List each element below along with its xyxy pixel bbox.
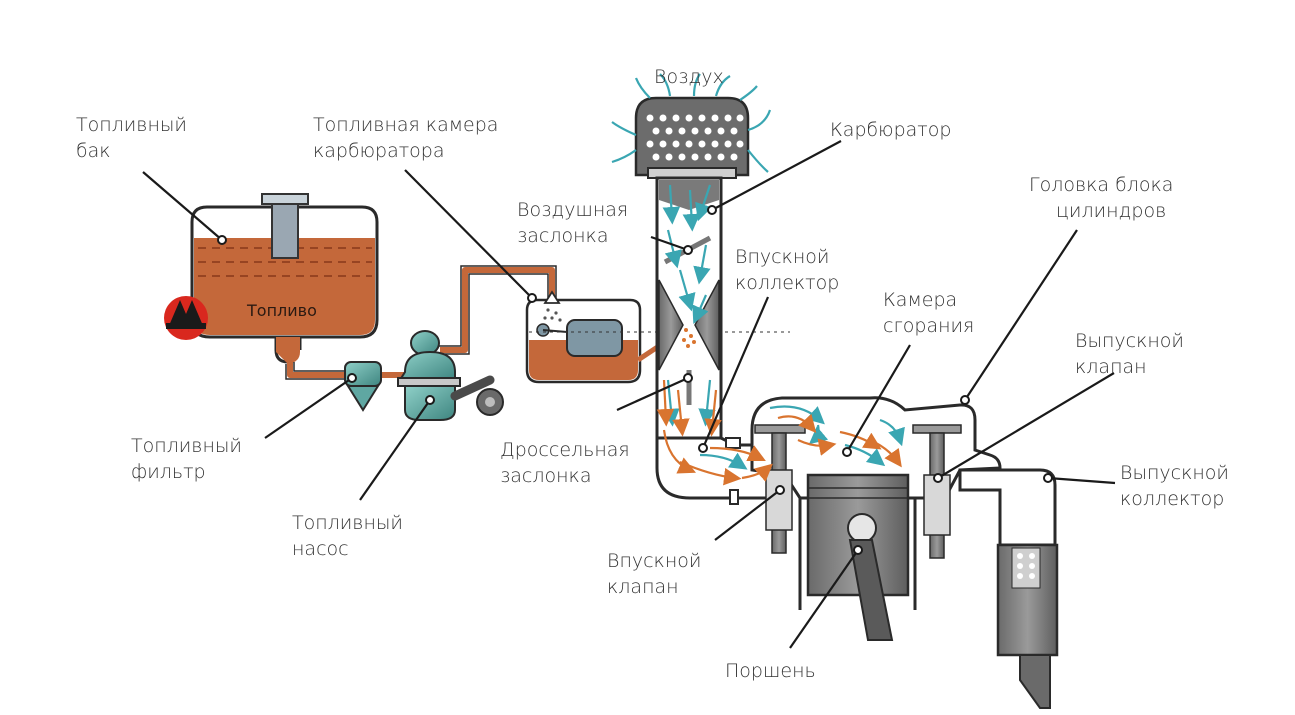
mixture-flow-arrows: [656, 379, 902, 486]
mountain-logo-icon: [164, 296, 208, 340]
piston: [806, 473, 910, 641]
float-chamber: [525, 290, 790, 384]
carburetor: [634, 96, 750, 440]
piston-label: Поршень: [725, 660, 816, 682]
exhaust-manifold: [996, 543, 1059, 709]
leader-lines: [142, 140, 1116, 649]
cylinder: [798, 498, 917, 610]
leader-dots: [217, 205, 1053, 555]
carburetor-label: Карбюратор: [830, 119, 952, 141]
fuel-pump: [397, 330, 504, 421]
fuel-label: Топливо: [247, 301, 317, 320]
fuel-filter: [344, 361, 382, 412]
fuel-line-outline: [285, 265, 557, 380]
exhaust-valve: [912, 424, 962, 559]
fuel-line: [287, 267, 555, 378]
fuel-tank: [190, 193, 379, 369]
air-label: Воздух: [654, 66, 724, 88]
air-flow-arrows: [611, 73, 905, 470]
